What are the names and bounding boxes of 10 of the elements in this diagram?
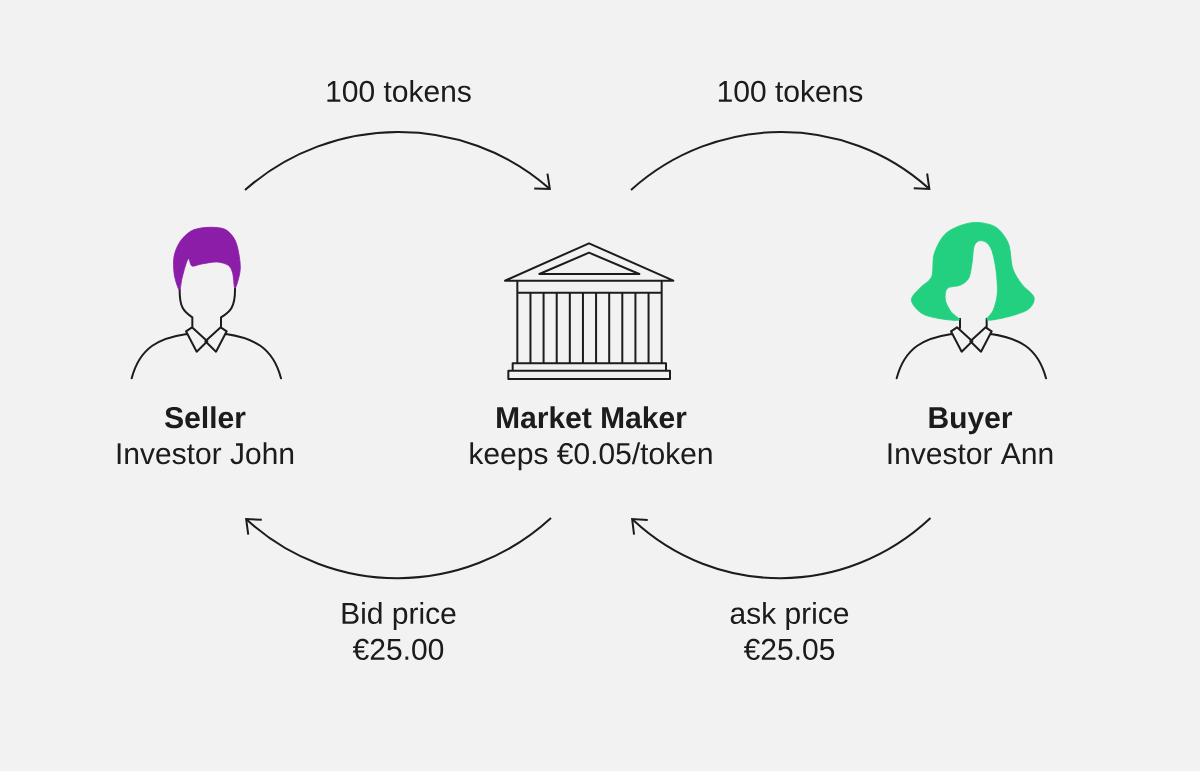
- edge-label: Bid price €25.00: [339, 601, 458, 662]
- edge-label: ask price €25.05: [728, 601, 851, 662]
- node-title: Market Maker: [497, 406, 687, 429]
- edge-label: 100 tokens: [324, 79, 473, 104]
- node-title: Seller: [165, 406, 246, 429]
- node-title: Buyer: [929, 407, 1013, 435]
- node-subtitle: Investor John: [117, 442, 294, 465]
- node-subtitle: keeps €0.05/token: [470, 442, 712, 471]
- edge-label: 100 tokens: [715, 79, 865, 104]
- node-subtitle: Investor Ann: [888, 443, 1053, 465]
